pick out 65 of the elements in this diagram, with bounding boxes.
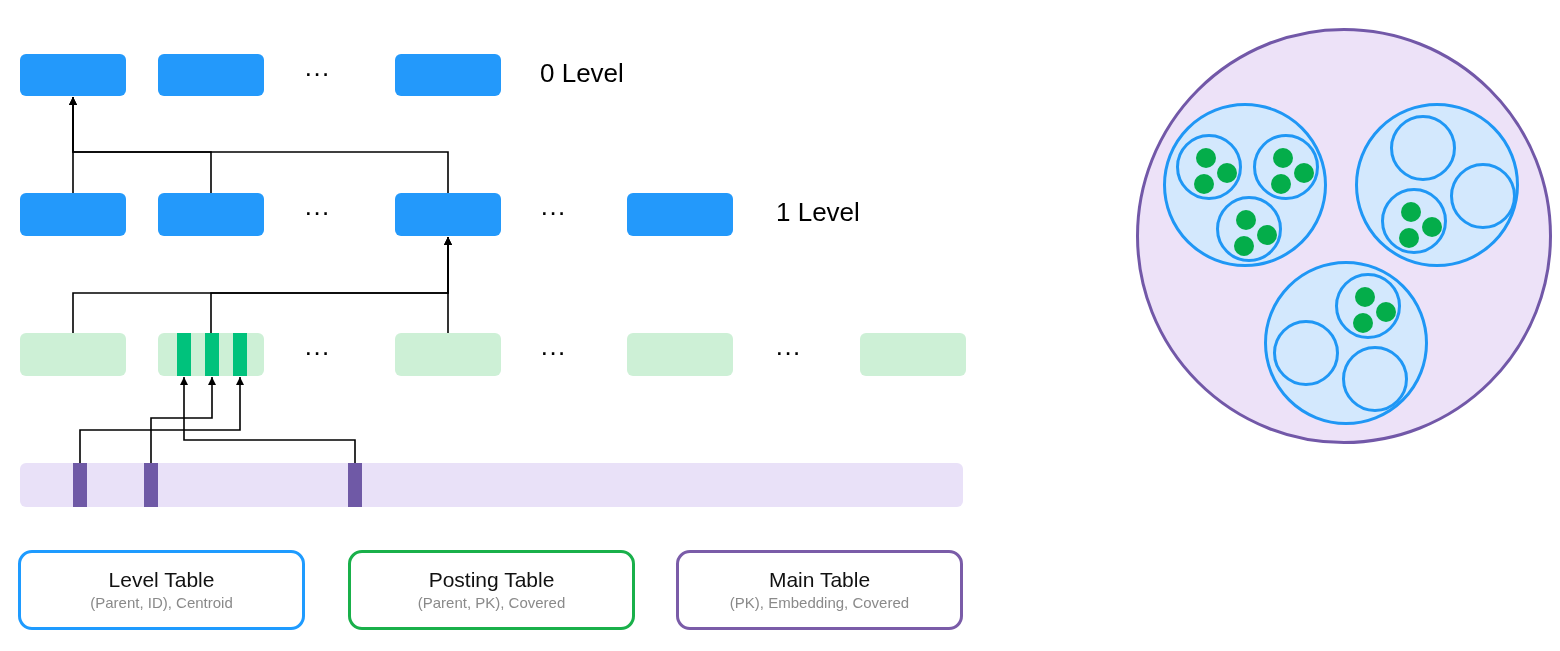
column-list: (Parent, PK), Covered	[417, 593, 566, 613]
ellipsis: ···	[540, 197, 566, 228]
table-card	[18, 550, 305, 630]
point-dot	[1376, 302, 1396, 322]
main-table-bar	[20, 463, 963, 507]
posting-box	[20, 333, 126, 376]
sub-cluster-circle	[1253, 134, 1319, 200]
point-dot	[1194, 174, 1214, 194]
table-name: Posting Table	[428, 567, 555, 593]
arrow	[79, 376, 244, 464]
table-name: Main Table	[768, 567, 871, 593]
level-box	[20, 193, 126, 236]
arrow	[69, 96, 449, 194]
table-card	[676, 550, 963, 630]
sub-cluster-circle	[1335, 273, 1401, 339]
point-dot	[1196, 148, 1216, 168]
sub-cluster-circle	[1176, 134, 1242, 200]
level-box	[395, 193, 501, 236]
level-box	[395, 54, 501, 96]
posting-box	[860, 333, 966, 376]
point-dot	[1401, 202, 1421, 222]
ellipsis: ···	[304, 337, 330, 368]
point-dot	[1294, 163, 1314, 183]
arrow	[180, 376, 356, 464]
level-label: 0 Level	[540, 58, 624, 89]
ellipsis: ···	[775, 337, 801, 368]
ellipsis: ···	[540, 337, 566, 368]
point-dot	[1273, 148, 1293, 168]
main-table-stripe	[73, 463, 87, 507]
table-card	[348, 550, 635, 630]
point-dot	[1257, 225, 1277, 245]
main-table-stripe	[348, 463, 362, 507]
level-box	[158, 193, 264, 236]
point-dot	[1422, 217, 1442, 237]
sub-cluster-circle	[1216, 196, 1282, 262]
point-dot	[1236, 210, 1256, 230]
posting-stripe	[233, 333, 247, 376]
main-table-stripe	[144, 463, 158, 507]
point-dot	[1271, 174, 1291, 194]
sub-cluster-circle	[1390, 115, 1456, 181]
arrow	[444, 236, 452, 334]
column-list: (PK), Embedding, Covered	[729, 593, 910, 613]
posting-box	[395, 333, 501, 376]
posting-box	[627, 333, 733, 376]
sub-cluster-circle	[1450, 163, 1516, 229]
posting-stripe	[205, 333, 219, 376]
sub-cluster-circle	[1342, 346, 1408, 412]
point-dot	[1217, 163, 1237, 183]
level-box	[627, 193, 733, 236]
point-dot	[1355, 287, 1375, 307]
ellipsis: ···	[304, 58, 330, 89]
table-name: Level Table	[108, 567, 215, 593]
column-list: (Parent, ID), Centroid	[90, 593, 233, 613]
posting-box	[158, 333, 264, 376]
ellipsis: ···	[304, 197, 330, 228]
posting-stripe	[177, 333, 191, 376]
point-dot	[1234, 236, 1254, 256]
arrow	[150, 376, 216, 464]
level-label: 1 Level	[776, 197, 860, 228]
level-box	[20, 54, 126, 96]
sub-cluster-circle	[1273, 320, 1339, 386]
sub-cluster-circle	[1381, 188, 1447, 254]
level-box	[158, 54, 264, 96]
point-dot	[1399, 228, 1419, 248]
point-dot	[1353, 313, 1373, 333]
